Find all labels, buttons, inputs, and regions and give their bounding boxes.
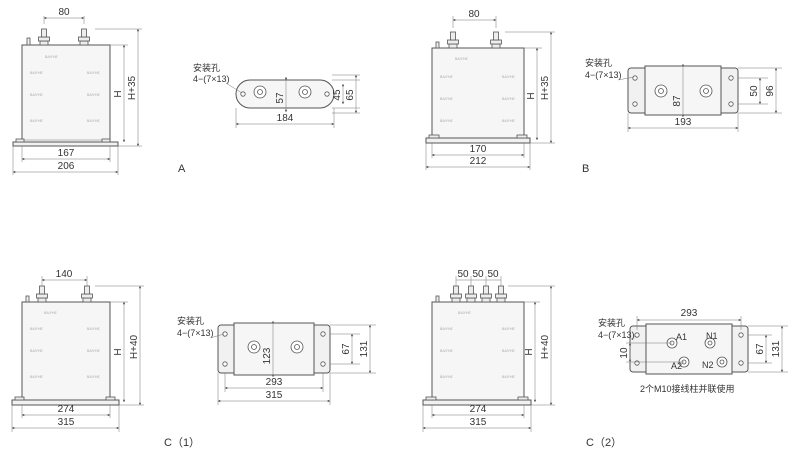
mount-label-a: 安装孔 xyxy=(193,62,220,73)
fig-c1-base-inner: 274 xyxy=(58,404,75,415)
svg-text:BAIYHE: BAIYHE xyxy=(502,349,516,353)
fig-c1-top-spacing: 140 xyxy=(56,269,73,280)
fig-a-plan-h1: 57 xyxy=(275,92,286,104)
fig-c2-height: H xyxy=(524,348,535,355)
mount-label-c2: 安装孔 xyxy=(598,317,625,328)
svg-text:BAIYHE: BAIYHE xyxy=(502,119,516,123)
fig-a-height: H xyxy=(113,90,124,97)
figure-a-elevation: BAIYHE BAIYHE BAIYHE BAIYHE BAIYHE BAIYHE B… xyxy=(12,7,186,175)
fig-c1-plan-h2: 67 xyxy=(341,343,352,355)
fig-c2-plan-top: 293 xyxy=(681,308,698,319)
fig-c1-height-total: H+40 xyxy=(129,334,140,359)
fig-a-base-outer: 206 xyxy=(58,161,75,172)
fig-c2-terminal-a2: A2 xyxy=(671,361,682,371)
fig-b-plan-h3: 96 xyxy=(765,85,776,97)
figure-c2-plan: A1 A2 N1 N2 安装孔 4−(7×13) 10 293 67 131 2… xyxy=(598,308,788,394)
fig-c2-top-spacing-1: 50 xyxy=(457,269,469,280)
mount-spec-c2: 4−(7×13) xyxy=(598,330,635,340)
fig-c2-base-outer: 315 xyxy=(470,417,487,428)
svg-text:BAIYHE: BAIYHE xyxy=(87,375,101,379)
fig-c2-note: 2个M10接线柱并联使用 xyxy=(640,383,735,394)
svg-text:BAIYHE: BAIYHE xyxy=(30,71,44,75)
svg-text:BAIYHE: BAIYHE xyxy=(30,327,44,331)
fig-c2-plan-h3: 131 xyxy=(771,340,782,357)
svg-text:BAIYHE: BAIYHE xyxy=(440,327,454,331)
svg-text:BAIYHE: BAIYHE xyxy=(502,75,516,79)
fig-b-base-outer: 212 xyxy=(470,156,487,167)
fig-c1-height: H xyxy=(113,348,124,355)
figure-a-plan: 安装孔 4−(7×13) 57 45 65 184 xyxy=(193,62,360,128)
fig-c2-terminal-n1: N1 xyxy=(706,331,718,341)
fig-b-base-inner: 170 xyxy=(470,144,487,155)
svg-text:BAIYHE: BAIYHE xyxy=(30,349,44,353)
svg-text:BAIYHE: BAIYHE xyxy=(502,97,516,101)
svg-text:BAIYHE: BAIYHE xyxy=(455,57,469,61)
svg-text:BAIYHE: BAIYHE xyxy=(30,93,44,97)
figure-c2-elevation: BAIYHE BAIYHE BAIYHE BAIYHE BAIYHE BAIYHE B… xyxy=(422,269,622,449)
svg-text:BAIYHE: BAIYHE xyxy=(502,375,516,379)
mount-label-c1: 安装孔 xyxy=(177,315,204,326)
fig-c2-plan-h-small: 10 xyxy=(619,347,630,359)
svg-text:BAIYHE: BAIYHE xyxy=(87,327,101,331)
fig-b-label: B xyxy=(582,163,589,175)
figure-c1-plan: 安装孔 4−(7×13) 123 67 131 293 315 xyxy=(177,315,376,405)
fig-c1-base-outer: 315 xyxy=(58,417,75,428)
fig-c2-height-total: H+40 xyxy=(540,334,551,359)
svg-text:BAIYHE: BAIYHE xyxy=(87,71,101,75)
mount-spec-a: 4−(7×13) xyxy=(193,74,230,84)
svg-text:BAIYHE: BAIYHE xyxy=(440,119,454,123)
figure-b-elevation: BAIYHE BAIYHE BAIYHE BAIYHE BAIYHE BAIYHE B… xyxy=(425,9,589,175)
fig-a-height-total: H+35 xyxy=(127,75,138,100)
svg-text:BAIYHE: BAIYHE xyxy=(44,311,58,315)
svg-text:BAIYHE: BAIYHE xyxy=(440,75,454,79)
fig-c1-label: C（1） xyxy=(164,436,200,449)
fig-b-plan-h2: 50 xyxy=(749,85,760,97)
fig-a-top-spacing: 80 xyxy=(58,7,70,18)
fig-c1-plan-w2: 315 xyxy=(266,390,283,401)
fig-c2-base-inner: 274 xyxy=(470,404,487,415)
svg-text:BAIYHE: BAIYHE xyxy=(458,311,472,315)
fig-c1-plan-h3: 131 xyxy=(359,340,370,357)
fig-a-plan-h3: 65 xyxy=(345,89,356,101)
fig-c1-plan-h1: 123 xyxy=(262,347,273,364)
svg-text:BAIYHE: BAIYHE xyxy=(45,55,59,59)
fig-a-base-inner: 167 xyxy=(58,148,75,159)
fig-c2-terminal-n2: N2 xyxy=(702,360,714,370)
fig-a-plan-h2: 45 xyxy=(332,89,343,101)
svg-text:BAIYHE: BAIYHE xyxy=(87,93,101,97)
fig-b-plan-h1: 87 xyxy=(672,95,683,107)
fig-c1-plan-w1: 293 xyxy=(266,377,283,388)
svg-text:BAIYHE: BAIYHE xyxy=(87,349,101,353)
fig-a-plan-width: 184 xyxy=(277,113,294,124)
svg-text:BAIYHE: BAIYHE xyxy=(30,119,44,123)
fig-c2-plan-h2: 67 xyxy=(755,343,766,355)
fig-b-height: H xyxy=(526,92,537,99)
fig-b-top-spacing: 80 xyxy=(468,9,480,20)
figure-c1-elevation: BAIYHE BAIYHE BAIYHE BAIYHE BAIYHE BAIYHE B… xyxy=(11,269,200,449)
fig-c2-top-spacing-2: 50 xyxy=(472,269,484,280)
fig-a-label: A xyxy=(178,163,186,175)
mount-spec-b: 4−(7×13) xyxy=(585,70,622,80)
fig-c2-terminal-a1: A1 xyxy=(676,332,687,342)
fig-b-plan-width: 193 xyxy=(675,117,692,128)
svg-text:BAIYHE: BAIYHE xyxy=(87,119,101,123)
svg-text:BAIYHE: BAIYHE xyxy=(440,97,454,101)
figure-b-plan: 安装孔 4−(7×13) 87 50 96 193 xyxy=(585,57,782,132)
svg-text:BAIYHE: BAIYHE xyxy=(30,375,44,379)
svg-text:BAIYHE: BAIYHE xyxy=(502,327,516,331)
mount-spec-c1: 4−(7×13) xyxy=(177,328,214,338)
fig-c2-top-spacing-3: 50 xyxy=(487,269,499,280)
fig-b-height-total: H+35 xyxy=(540,75,551,100)
svg-text:BAIYHE: BAIYHE xyxy=(440,375,454,379)
mount-label-b: 安装孔 xyxy=(585,57,612,68)
svg-text:BAIYHE: BAIYHE xyxy=(440,349,454,353)
fig-c2-label: C（2） xyxy=(586,436,622,449)
